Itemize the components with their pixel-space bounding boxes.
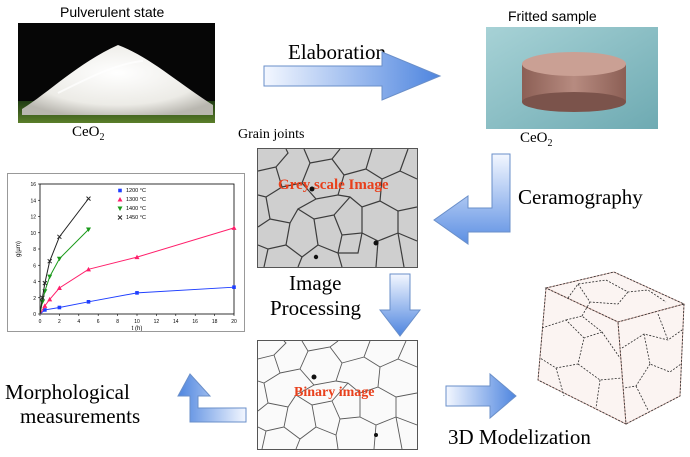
y-tick-label: 6 (33, 263, 36, 269)
fritted-sample-photo (486, 27, 658, 129)
x-tick-label: 20 (231, 319, 237, 325)
data-point (43, 308, 47, 312)
x-tick-label: 4 (77, 319, 80, 325)
data-point (47, 296, 53, 302)
data-point (57, 234, 62, 240)
y-tick-label: 8 (33, 247, 36, 253)
morphological-arrow (177, 373, 247, 423)
data-point (57, 305, 62, 310)
morphological-label-2: measurements (20, 404, 141, 428)
powder-pile-image (18, 23, 215, 123)
y-tick-label: 0 (33, 312, 36, 318)
elaboration-label: Elaboration (288, 40, 386, 64)
x-tick-label: 6 (97, 319, 100, 325)
y-tick-label: 12 (30, 215, 36, 221)
series-line (39, 198, 89, 315)
x-tick-label: 18 (212, 319, 218, 325)
grey-scale-image: Grey scale Image (257, 148, 418, 268)
data-point (117, 215, 123, 220)
y-tick-label: 16 (30, 182, 36, 188)
data-point (42, 280, 48, 286)
data-point (86, 266, 91, 272)
x-tick-label: 14 (173, 319, 179, 325)
data-point (118, 188, 122, 193)
data-point (117, 197, 123, 202)
chart-svg: 0 2 4 6 8 10 12 14 16 18 20 0 2 4 6 8 10 12 14 16 t (h) g(µm)… (16, 182, 237, 332)
legend-entry: 1300 °C (126, 197, 146, 203)
fritted-disc-image (486, 27, 658, 129)
x-tick-label: 16 (192, 319, 198, 325)
image-processing-label-1: Image (289, 271, 342, 295)
grey-scale-label: Grey scale Image (278, 177, 389, 193)
ceo2-right-label: CeO2 (520, 130, 553, 149)
binary-label: Binary image (294, 385, 375, 400)
modelization-arrow (445, 372, 517, 420)
ceo2-left-label: CeO2 (72, 124, 105, 143)
elaboration-arrow (263, 51, 442, 101)
legend-entry: 1200 °C (126, 188, 146, 194)
data-point (135, 291, 139, 295)
legend-entry: 1400 °C (126, 206, 146, 212)
x-tick-label: 0 (39, 319, 42, 325)
data-point (86, 300, 91, 304)
y-tick-label: 10 (30, 231, 36, 237)
ceramography-label: Ceramography (518, 185, 643, 209)
powder-photo (18, 23, 215, 123)
pulverulent-label: Pulverulent state (60, 4, 165, 20)
x-axis-label: t (h) (132, 326, 143, 331)
fritted-label: Fritted sample (508, 8, 597, 24)
legend-entry: 1450 °C (126, 215, 146, 221)
grain-growth-chart: 0 2 4 6 8 10 12 14 16 18 20 0 2 4 6 8 10 12 14 16 t (h) g(µm)… (7, 173, 245, 332)
y-tick-label: 2 (33, 296, 36, 302)
image-processing-label-2: Processing (270, 296, 361, 320)
y-tick-label: 4 (33, 280, 36, 286)
data-point (39, 299, 45, 305)
x-tick-label: 10 (134, 319, 140, 325)
binary-image: Binary image (257, 340, 418, 450)
data-point (86, 196, 91, 201)
data-point (86, 227, 91, 232)
data-point (117, 206, 123, 211)
data-point (56, 256, 62, 262)
y-axis-label: g(µm) (16, 241, 22, 257)
data-point (232, 285, 236, 289)
ceramography-arrow (433, 153, 511, 245)
binary-grain-texture (257, 340, 418, 450)
data-point (40, 295, 45, 301)
data-point (56, 285, 62, 290)
data-point (134, 254, 140, 260)
3d-grain-cube (537, 271, 686, 425)
x-tick-label: 8 (116, 319, 119, 325)
morphological-label-1: Morphological (5, 380, 130, 404)
image-processing-arrow (378, 273, 422, 337)
grain-joints-label: Grain joints (238, 127, 305, 142)
x-tick-label: 12 (154, 319, 160, 325)
data-point (47, 258, 53, 264)
y-tick-label: 14 (30, 198, 36, 204)
data-point (231, 225, 237, 230)
x-tick-label: 2 (58, 319, 61, 325)
data-point (47, 274, 53, 280)
grey-grain-texture (257, 148, 418, 268)
series-line (39, 227, 235, 315)
modelization-label: 3D Modelization (448, 425, 591, 449)
data-point (42, 303, 48, 308)
